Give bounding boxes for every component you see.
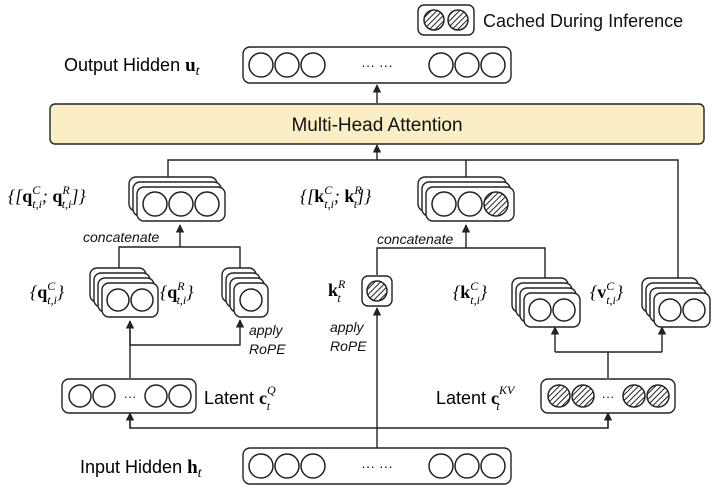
attention-box: [49, 103, 705, 145]
input-ellipsis: ··· ···: [361, 458, 393, 474]
hatched-circle-icon: [447, 9, 469, 31]
arrow-to-query-rope: [130, 319, 245, 346]
output-hidden: Output Hidden ut ··· ···: [64, 46, 512, 84]
latent-kv-ellipsis: ···: [602, 389, 615, 404]
output-label: Output Hidden ut: [64, 55, 201, 79]
hatched-circle-icon: [423, 9, 445, 31]
output-ellipsis: ··· ···: [361, 57, 393, 73]
multi-head-attention: Multi-Head Attention: [49, 103, 705, 145]
key-apply-label: apply: [330, 319, 364, 335]
legend-label: Cached During Inference: [483, 11, 683, 31]
query-concat-bracket: [118, 246, 241, 268]
input-hidden: Input Hidden ht ··· ···: [80, 447, 512, 485]
query-apply-label: apply: [249, 322, 283, 338]
input-label: Input Hidden ht: [80, 457, 203, 481]
query-concatenate-label: concatenate: [83, 229, 159, 245]
key-rope-note: RoPE: [330, 338, 367, 354]
attention-label: Multi-Head Attention: [291, 115, 462, 136]
legend: Cached During Inference: [417, 4, 683, 36]
input-bus: [129, 415, 609, 429]
bus-to-attention: [167, 159, 679, 278]
query-rope-note: RoPE: [249, 341, 286, 357]
connectors: [118, 84, 679, 448]
latent-q-ellipsis: ···: [124, 389, 137, 404]
key-concat-bracket: [376, 247, 546, 278]
key-concatenate-label: concatenate: [377, 231, 453, 247]
